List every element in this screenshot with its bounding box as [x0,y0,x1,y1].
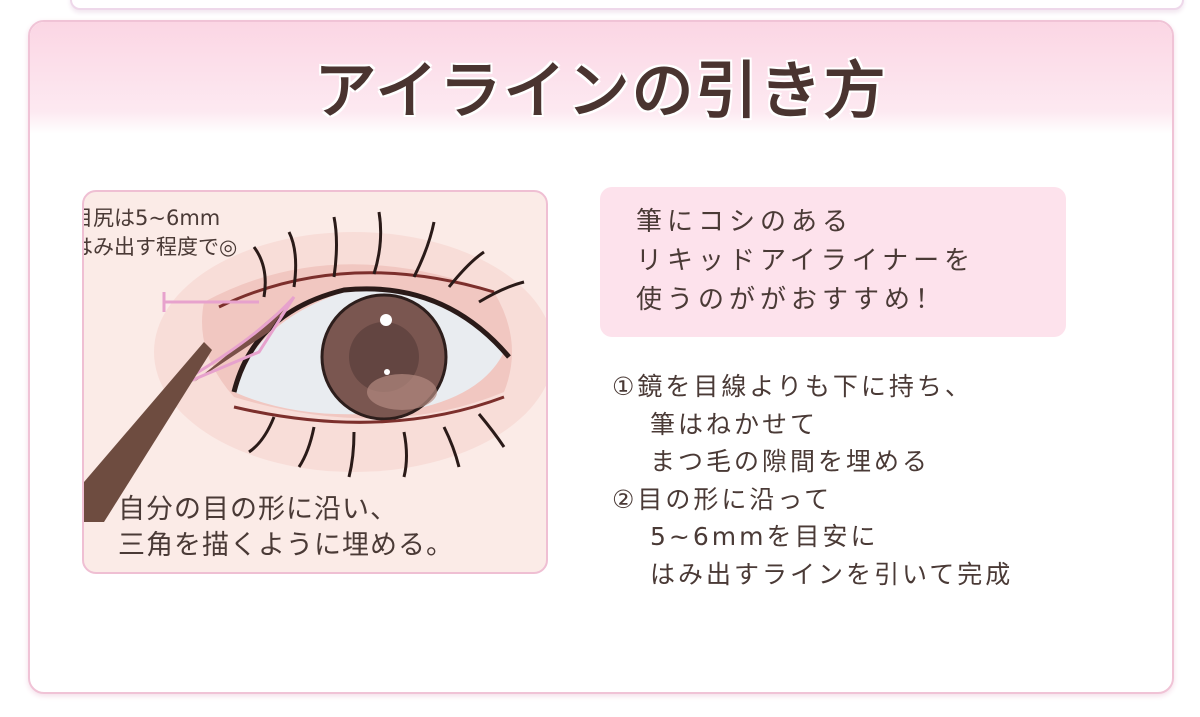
illustration-caption: 自分の目の形に沿い、 三角を描くように埋める。 [118,492,454,564]
step-1-line: 筆はねかせて [650,409,819,439]
card-header [30,22,1172,134]
step-1-line: ①鏡を目線よりも下に持ち、 [612,372,973,401]
caption-line: 三角を描くように埋める。 [118,530,454,561]
tip-line: リキッドアイライナーを [636,246,976,276]
step-2-line: 5~6mmを目安に [650,522,879,551]
previous-card-edge [70,0,1184,10]
step-2-line: はみ出すラインを引いて完成 [650,559,1014,589]
caption-line: 自分の目の形に沿い、 [118,494,398,525]
eye-illustration: 目尻は5~6mm はみ出す程度で◎ 自分の目の形に沿い、 三角を描くように埋める… [82,190,548,574]
page-title: アイラインの引き方 [314,54,888,127]
eyeliner-guide-card: アイラインの引き方 目 [28,20,1174,694]
tip-line: 筆にコシのある [636,207,854,237]
steps-list: ①鏡を目線よりも下に持ち、 筆はねかせて まつ毛の隙間を埋める ②目の形に沿って… [612,368,1013,593]
note-line: 目尻は5~6mm [82,206,221,230]
step-1-line: まつ毛の隙間を埋める [650,447,931,476]
tip-line: 使うのががおすすめ！ [636,285,947,315]
eye-drawing [84,211,546,522]
step-2-line: ②目の形に沿って [612,484,833,514]
note-line: はみ出す程度で◎ [82,235,238,259]
eye-tail-note: 目尻は5~6mm はみ出す程度で◎ [82,204,238,262]
tip-box: 筆にコシのある リキッドアイライナーを 使うのががおすすめ！ [600,187,1066,337]
